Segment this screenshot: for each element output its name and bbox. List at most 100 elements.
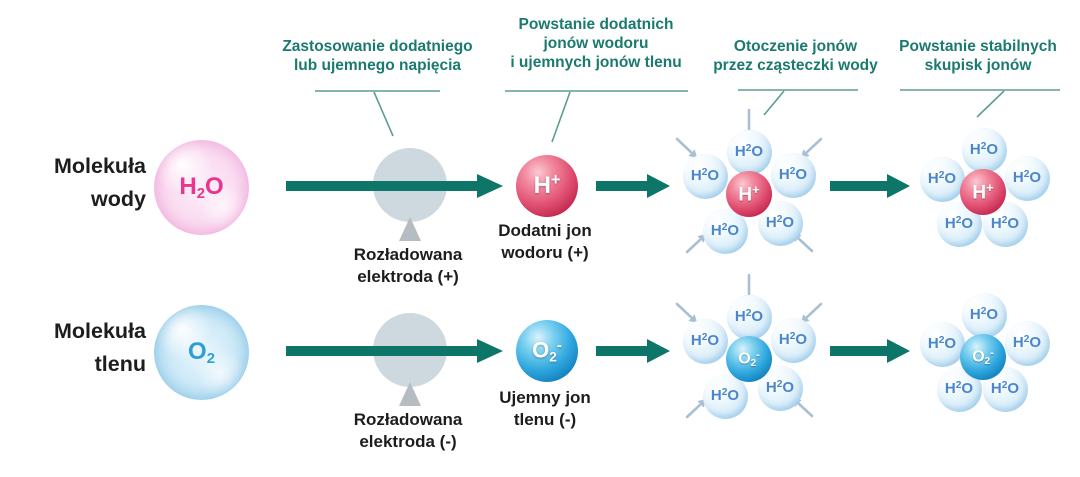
formula-sup: 2 — [955, 215, 962, 227]
formula-sup: 2 — [789, 166, 796, 178]
oxygen-ion-formula: O2- — [532, 337, 562, 364]
formula-main: H — [1012, 169, 1024, 187]
formula-main: H — [927, 170, 939, 188]
ion-formula: H+ — [738, 182, 759, 207]
formula-sup: 2 — [789, 331, 796, 343]
formula-post: O — [1029, 169, 1042, 187]
step-header-voltage: Zastosowanie dodatniego lub ujemnego nap… — [255, 37, 500, 75]
formula-sup: + — [752, 181, 760, 197]
formula-main: O — [532, 337, 550, 363]
water-molecule-bubble: H2O — [702, 373, 748, 419]
bubble-formula: H2O — [691, 332, 719, 349]
formula-post: O — [727, 222, 740, 240]
oxygen-ion-in-cluster: O2- — [960, 334, 1006, 380]
bubble-formula: H2O — [1013, 169, 1041, 186]
water-molecule-bubble: H2O — [770, 152, 816, 198]
formula-sup: 2 — [1001, 215, 1008, 227]
ion-formula: O2- — [738, 349, 760, 369]
formula-post: O — [961, 380, 974, 398]
label-line: elektroda (+) — [357, 267, 459, 286]
formula-post: O — [782, 379, 795, 397]
formula-main: H — [690, 332, 702, 350]
formula-main: H — [972, 182, 987, 204]
label-line: Rozładowana — [353, 410, 463, 429]
formula-main: H — [990, 215, 1002, 233]
header-line: Otoczenie jonów — [733, 38, 858, 55]
label-line: Molekuła — [54, 319, 146, 343]
formula-sup: 2 — [701, 332, 708, 344]
bubble-formula: H2O — [928, 170, 956, 187]
bubble-formula: H2O — [766, 214, 794, 231]
formula-post: O — [707, 167, 720, 185]
water-molecule-bubble: H2O — [1004, 320, 1050, 366]
formula-post: O — [961, 215, 974, 233]
flow-arrow-head — [647, 339, 670, 363]
formula-post: O — [727, 387, 740, 405]
hydrogen-ion-label: Dodatni jon wodoru (+) — [460, 220, 630, 264]
oxygen-molecule-formula: O2 — [188, 338, 215, 367]
label-line: wodoru (+) — [501, 243, 589, 262]
water-molecule: H2O — [154, 140, 249, 235]
formula-sup: 2 — [745, 143, 752, 155]
formula-main: H — [944, 215, 956, 233]
water-molecule-bubble: H2O — [726, 294, 772, 340]
formula-sup: 2 — [776, 379, 783, 391]
header-line: Zastosowanie dodatniego — [282, 38, 473, 55]
formula-sup: 2 — [980, 306, 987, 318]
bubble-formula: H2O — [991, 380, 1019, 397]
formula-sup: + — [986, 179, 994, 195]
formula-post: O — [1007, 380, 1020, 398]
water-molecule-bubble: H2O — [1004, 155, 1050, 201]
formula-main: H — [765, 379, 777, 397]
step-header-ion-formation: Powstanie dodatnich jonów wodoru i ujemn… — [498, 15, 694, 72]
water-molecule-bubble: H2O — [919, 321, 965, 367]
water-molecule-bubble: H2O — [726, 129, 772, 175]
step-header-surrounding: Otoczenie jonów przez cząsteczki wody — [697, 37, 894, 75]
formula-main: H — [778, 166, 790, 184]
bubble-formula: H2O — [711, 387, 739, 404]
step-header-stable-clusters: Powstanie stabilnych skupisk jonów — [877, 37, 1079, 75]
header-pointer-line — [976, 90, 1005, 118]
bubble-formula: H2O — [691, 167, 719, 184]
water-molecule-formula: H2O — [179, 173, 223, 202]
formula-main: H — [533, 172, 551, 199]
formula-sub: 2 — [984, 356, 991, 368]
formula-sub: 2 — [196, 186, 205, 203]
formula-main: H — [734, 143, 746, 161]
header-line: Powstanie dodatnich — [518, 16, 674, 33]
header-line: lub ujemnego napięcia — [293, 57, 462, 74]
bubble-formula: H2O — [945, 380, 973, 397]
formula-post: O — [1007, 215, 1020, 233]
water-molecule-bubble: H2O — [919, 156, 965, 202]
hydrogen-ion-in-cluster: H+ — [960, 169, 1006, 215]
water-molecule-bubble: H2O — [702, 208, 748, 254]
formula-sup: 2 — [721, 222, 728, 234]
formula-sup: 2 — [938, 170, 945, 182]
label-line: elektroda (-) — [359, 432, 457, 451]
formula-main: O — [972, 348, 985, 366]
hydrogen-ion-ball: H+ — [516, 155, 578, 217]
oxygen-ion-in-cluster: O2- — [726, 336, 772, 382]
formula-main: H — [765, 214, 777, 232]
bubble-formula: H2O — [779, 166, 807, 183]
ion-formula: O2- — [972, 347, 994, 367]
label-line: Rozładowana — [353, 245, 463, 264]
water-molecule-bubble: H2O — [682, 153, 728, 199]
hydrogen-ion-in-cluster: H+ — [726, 171, 772, 217]
formula-main: H — [944, 380, 956, 398]
formula-sup: 2 — [721, 387, 728, 399]
bubble-formula: H2O — [1013, 334, 1041, 351]
bubble-formula: H2O — [945, 215, 973, 232]
inward-arrow — [675, 137, 693, 154]
inward-arrow — [805, 302, 823, 319]
bubble-formula: H2O — [991, 215, 1019, 232]
flow-arrow-head — [477, 174, 503, 198]
inward-arrow — [797, 237, 814, 253]
formula-post: O — [751, 308, 764, 326]
oxygen-ion-ball: O2- — [516, 320, 578, 382]
formula-main: H — [710, 387, 722, 405]
bubble-formula: H2O — [970, 306, 998, 323]
formula-sub: 2 — [549, 349, 557, 365]
header-line: Powstanie stabilnych — [899, 38, 1057, 55]
